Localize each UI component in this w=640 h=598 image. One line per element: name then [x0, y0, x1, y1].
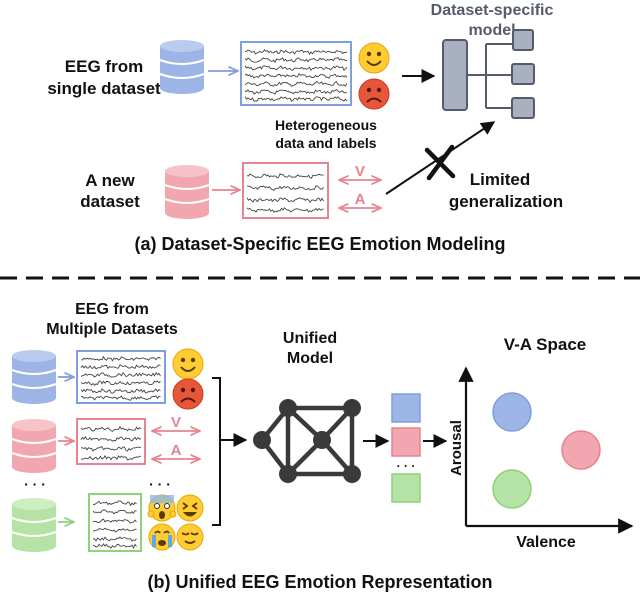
cluster-pink: [561, 430, 601, 470]
heterogeneous-label-2: data and labels: [275, 135, 376, 151]
database-icon: [159, 39, 205, 95]
tree-model-icon: [442, 29, 535, 119]
eeg-signal-box: [242, 162, 329, 219]
happy-face-icon: [172, 348, 204, 380]
eeg-single-label-2: single dataset: [47, 79, 161, 98]
unified-label-1: Unified: [283, 330, 337, 347]
unified-label-2: Model: [287, 350, 333, 367]
new-dataset-label-2: dataset: [80, 192, 140, 211]
eeg-single-label-1: EEG from: [65, 57, 143, 76]
va-space-title: V-A Space: [504, 335, 587, 354]
generalization-arrow: [385, 121, 496, 195]
cluster-green: [492, 469, 532, 509]
merge-bracket: [212, 377, 221, 526]
relieved-face-icon: [176, 523, 204, 551]
happy-face-icon: [358, 42, 390, 74]
laughing-face-icon: [176, 494, 204, 522]
screaming-face-icon: [147, 494, 177, 522]
v-label: V: [171, 414, 181, 431]
caption-a: (a) Dataset-Specific EEG Emotion Modelin…: [134, 234, 505, 254]
ellipsis-emoji: · · ·: [149, 476, 171, 492]
sad-face-icon: [172, 378, 204, 410]
model-label-2: model: [468, 22, 515, 39]
arousal-label: Arousal: [448, 420, 465, 476]
caption-b: (b) Unified EEG Emotion Representation: [147, 572, 492, 592]
top-section: EEG from single dataset Dataset-specific…: [47, 2, 563, 254]
database-icon: [11, 349, 57, 405]
bottom-section: EEG from Multiple Datasets V A: [11, 301, 634, 592]
limited-label-1: Limited: [470, 170, 530, 189]
heterogeneous-label-1: Heterogeneous: [275, 117, 377, 133]
cluster-blue: [492, 392, 532, 432]
eeg-waves: [92, 500, 137, 549]
embedding-square-green: [391, 473, 421, 503]
valence-label: Valence: [516, 534, 576, 551]
database-icon: [11, 418, 57, 474]
eeg-multi-label-1: EEG from: [75, 301, 149, 318]
database-icon: [11, 497, 57, 553]
crying-face-icon: [148, 523, 176, 551]
ellipsis-squares: · · ·: [397, 459, 416, 473]
eeg-waves: [246, 173, 324, 213]
eeg-waves: [80, 355, 161, 401]
limited-label-2: generalization: [449, 192, 563, 211]
v-label: V: [355, 163, 365, 180]
ellipsis-datasets: · · ·: [24, 476, 46, 492]
a-label: A: [355, 191, 366, 208]
database-icon: [164, 164, 210, 220]
cross-icon: [424, 144, 456, 181]
a-label: A: [171, 442, 182, 459]
eeg-signal-box: [76, 418, 146, 465]
embedding-square-blue: [391, 393, 421, 423]
eeg-signal-box: [76, 350, 166, 404]
eeg-waves: [80, 425, 142, 461]
eeg-multi-label-2: Multiple Datasets: [46, 321, 178, 338]
eeg-waves: [244, 49, 348, 103]
new-dataset-label-1: A new: [85, 171, 135, 190]
sad-face-icon: [358, 78, 390, 110]
model-label-1: Dataset-specific: [431, 2, 554, 19]
embedding-square-pink: [391, 427, 421, 457]
graph-network-icon: [253, 399, 361, 483]
